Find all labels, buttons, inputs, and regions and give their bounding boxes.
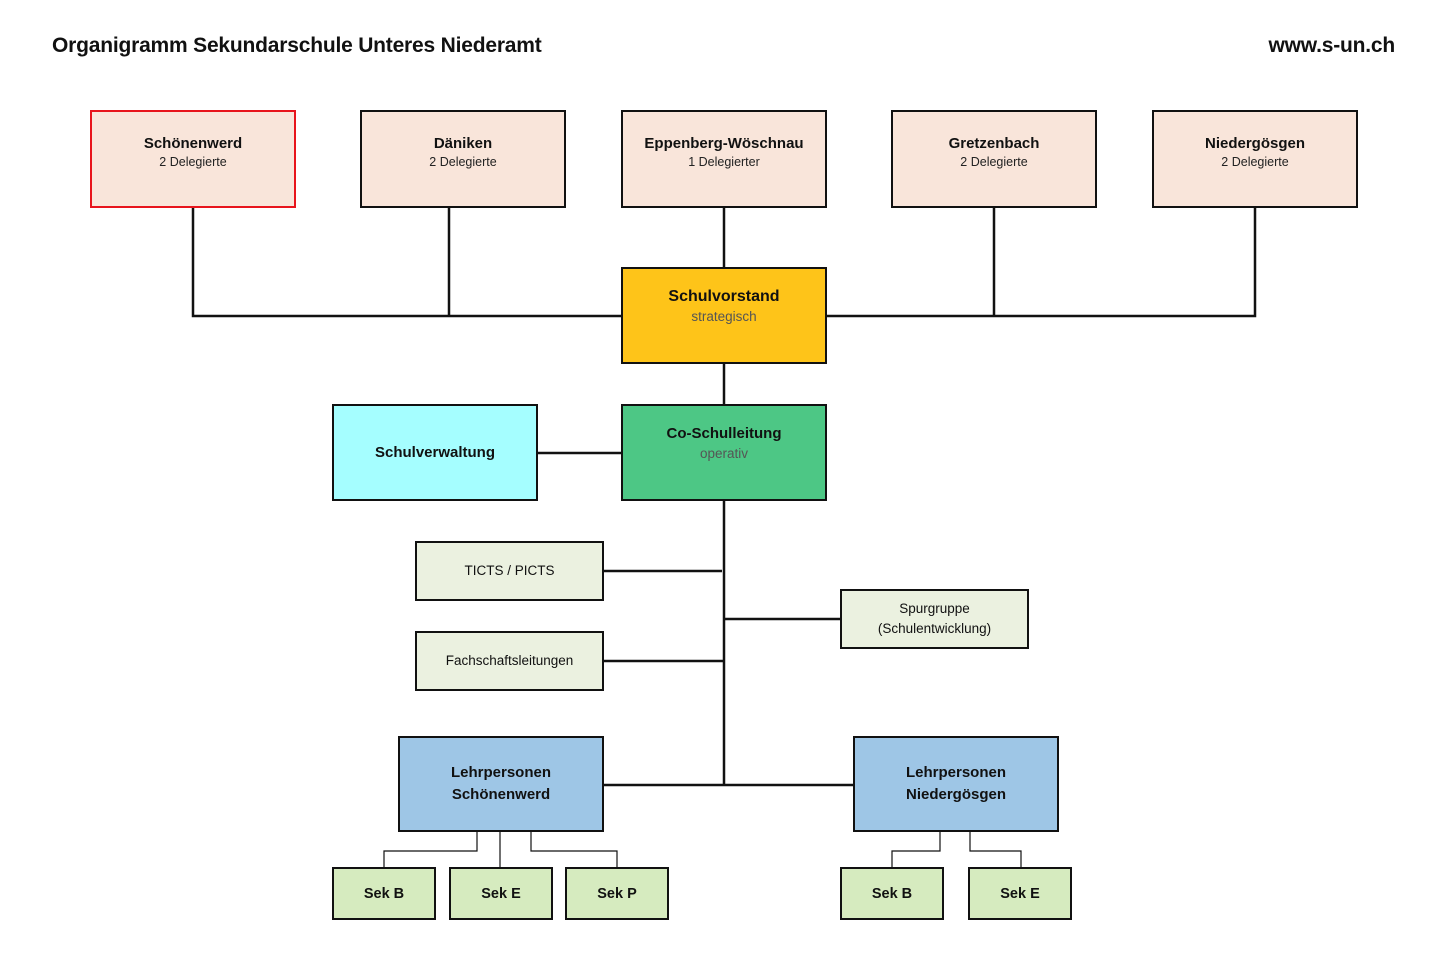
lehrpersonen-niedergoesgen-box[interactable]: Lehrpersonen Niedergösgen xyxy=(853,736,1059,832)
gemeinde-delegates: 2 Delegierte xyxy=(159,154,227,169)
gemeinde-delegates: 2 Delegierte xyxy=(960,154,1028,169)
sek-b-niedergoesgen[interactable]: Sek B xyxy=(840,867,944,920)
schulvorstand-title: Schulvorstand xyxy=(668,288,780,305)
lehrpersonen-schoenenwerd-box[interactable]: Lehrpersonen Schönenwerd xyxy=(398,736,604,832)
gemeinde-delegates: 2 Delegierte xyxy=(1221,154,1289,169)
spurgruppe-label: Spurgruppe xyxy=(899,601,970,616)
spurgruppe-sublabel: (Schulentwicklung) xyxy=(877,621,992,636)
schulvorstand-subtitle: strategisch xyxy=(691,309,757,324)
gemeinde-name: Schönenwerd xyxy=(143,134,243,152)
gemeinde-delegates: 1 Delegierter xyxy=(688,154,760,169)
gemeinde-daeniken[interactable]: Däniken 2 Delegierte xyxy=(360,110,566,208)
website-link[interactable]: www.s-un.ch xyxy=(1268,34,1395,57)
gemeinde-delegates: 2 Delegierte xyxy=(429,154,497,169)
coschulleitung-subtitle: operativ xyxy=(699,446,749,461)
sek-label: Sek E xyxy=(1000,885,1040,902)
gemeinde-eppenberg-woeschnau[interactable]: Eppenberg-Wöschnau 1 Delegierter xyxy=(621,110,827,208)
spurgruppe-box[interactable]: Spurgruppe (Schulentwicklung) xyxy=(840,589,1029,649)
gemeinde-schoenenwerd[interactable]: Schönenwerd 2 Delegierte xyxy=(90,110,296,208)
connector-sek-b-2 xyxy=(891,832,941,867)
sek-p-schoenenwerd[interactable]: Sek P xyxy=(565,867,669,920)
sek-label: Sek B xyxy=(871,885,913,902)
gemeinde-name: Däniken xyxy=(433,134,493,152)
sek-e-schoenenwerd[interactable]: Sek E xyxy=(449,867,553,920)
gemeinde-name: Eppenberg-Wöschnau xyxy=(644,134,804,152)
lehrpersonen-location: Niedergösgen xyxy=(905,786,1007,803)
schulvorstand-box[interactable]: Schulvorstand strategisch xyxy=(621,267,827,364)
connector-niedergoesgen xyxy=(826,208,1257,318)
lehrpersonen-location: Schönenwerd xyxy=(451,786,551,803)
sek-b-schoenenwerd[interactable]: Sek B xyxy=(332,867,436,920)
ticts-picts-label: TICTS / PICTS xyxy=(464,563,555,578)
connector-sek-e-2 xyxy=(969,832,1022,867)
page-title: Organigramm Sekundarschule Unteres Niede… xyxy=(52,34,542,57)
fachschaftsleitungen-box[interactable]: Fachschaftsleitungen xyxy=(415,631,604,691)
sek-label: Sek P xyxy=(597,885,637,902)
schulverwaltung-box[interactable]: Schulverwaltung xyxy=(332,404,538,501)
gemeinde-niedergoesgen[interactable]: Niedergösgen 2 Delegierte xyxy=(1152,110,1358,208)
sek-label: Sek B xyxy=(363,885,405,902)
gemeinde-gretzenbach[interactable]: Gretzenbach 2 Delegierte xyxy=(891,110,1097,208)
fachschaftsleitungen-label: Fachschaftsleitungen xyxy=(445,653,574,668)
sek-e-niedergoesgen[interactable]: Sek E xyxy=(968,867,1072,920)
coschulleitung-title: Co-Schulleitung xyxy=(666,425,782,442)
gemeinde-name: Gretzenbach xyxy=(948,134,1040,152)
connector-schoenenwerd xyxy=(191,208,622,318)
ticts-picts-box[interactable]: TICTS / PICTS xyxy=(415,541,604,601)
connector-sek-b-1 xyxy=(383,832,478,867)
gemeinde-name: Niedergösgen xyxy=(1204,134,1306,152)
sek-label: Sek E xyxy=(481,885,521,902)
coschulleitung-box[interactable]: Co-Schulleitung operativ xyxy=(621,404,827,501)
lehrpersonen-label: Lehrpersonen xyxy=(450,764,552,781)
schulverwaltung-title: Schulverwaltung xyxy=(374,443,496,461)
lehrpersonen-label: Lehrpersonen xyxy=(905,764,1007,781)
connector-sek-p-1 xyxy=(530,832,618,867)
